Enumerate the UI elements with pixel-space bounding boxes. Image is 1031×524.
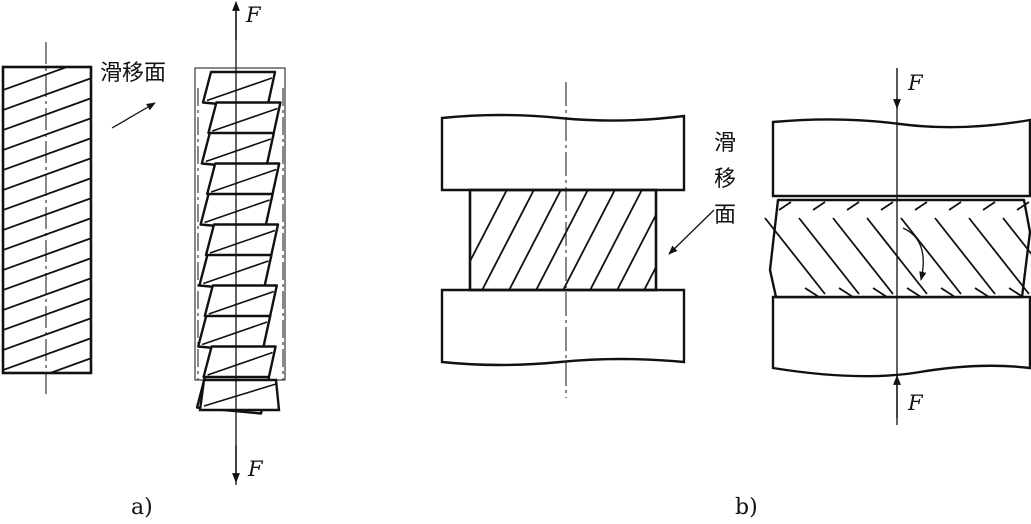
slip-line: [798, 217, 860, 295]
panel-b: 滑 移 面 F F b): [440, 68, 1031, 520]
slip-line: [3, 67, 70, 92]
slip-line: [562, 191, 616, 290]
slip-line: [3, 317, 91, 352]
specimen-b-deformed: F F: [764, 68, 1031, 425]
slip-line: [666, 180, 728, 300]
caption-b: b): [735, 495, 758, 520]
slip-line: [508, 191, 562, 290]
slip-line: [3, 197, 91, 232]
slip-line: [3, 277, 91, 312]
slip-line: [900, 217, 962, 295]
slip-plane-arrow-a: [111, 102, 156, 129]
slip-block-line: [206, 77, 273, 102]
rotation-arrow: [902, 227, 927, 281]
slip-block-line: [210, 168, 277, 193]
slip-line: [3, 77, 91, 112]
slip-line: [3, 157, 91, 192]
slip-plane-label-a: 滑移面: [100, 61, 166, 86]
force-label-top-b: F: [907, 71, 924, 95]
slip-line: [3, 337, 91, 372]
slip-line: [1002, 217, 1031, 255]
slip-line: [3, 117, 91, 152]
slip-blocks: [195, 70, 282, 415]
slip-blocks-b: [764, 198, 1031, 299]
specimen-b-undeformed: [440, 82, 755, 398]
slip-block-line: [204, 199, 270, 224]
slip-line: [968, 217, 1030, 295]
deformed-specimen-outline: [768, 198, 1031, 299]
slip-plane-label-b-1: 滑: [714, 131, 736, 156]
slip-block-line: [207, 351, 273, 376]
slip-step: [880, 201, 894, 211]
slip-step: [982, 201, 996, 211]
slip-block-line: [212, 107, 278, 132]
slip-plane-label-b-3: 面: [714, 203, 736, 228]
panel-a: 滑移面 F F a): [1, 1, 286, 520]
slip-line: [764, 217, 826, 295]
slip-step: [872, 287, 888, 298]
slip-step: [940, 287, 956, 298]
slip-block-line: [208, 290, 275, 315]
slip-line: [3, 297, 91, 332]
specimen-a-undeformed: [1, 42, 93, 398]
slip-step: [804, 287, 820, 298]
slip-line: [616, 212, 656, 290]
top-platen-deformed: [771, 118, 1031, 198]
bottom-platen-deformed: [771, 295, 1031, 378]
slip-line: [589, 191, 643, 290]
slip-step: [914, 201, 928, 211]
slip-step: [778, 201, 792, 211]
bottom-platen: [440, 288, 686, 367]
slip-step: [974, 287, 990, 298]
slip-plane-label-b-2: 移: [714, 167, 736, 192]
slip-step: [948, 201, 962, 211]
force-label-top-a: F: [245, 3, 262, 27]
slip-step: [906, 287, 922, 298]
slip-block-line: [209, 229, 276, 254]
slip-block-line: [205, 138, 272, 163]
slip-block-line: [203, 383, 277, 407]
force-label-bottom-b: F: [907, 391, 924, 415]
slip-plane-lines-b: [470, 180, 755, 300]
slip-block-line: [201, 321, 268, 346]
slip-line: [3, 217, 91, 252]
slip-step: [812, 201, 826, 211]
slip-step: [838, 287, 854, 298]
slip-line: [3, 137, 91, 172]
slip-plane-arrow-b: [668, 209, 715, 255]
specimen-outline: [1, 65, 93, 375]
slip-step: [1008, 287, 1024, 298]
slip-line: [3, 237, 91, 272]
slip-line: [3, 97, 91, 132]
slip-step: [1016, 201, 1030, 211]
slip-line: [481, 191, 535, 290]
force-label-bottom-a: F: [247, 457, 264, 481]
specimen-a-deformed: F F: [194, 1, 286, 485]
slip-line: [832, 217, 894, 295]
slip-line: [934, 217, 996, 295]
slip-line: [693, 180, 755, 300]
slip-line: [47, 357, 91, 373]
slip-step: [846, 201, 860, 211]
slip-line: [643, 265, 656, 290]
slip-line: [3, 177, 91, 212]
slip-line: [470, 191, 508, 264]
caption-a: a): [131, 495, 153, 520]
slip-line: [3, 257, 91, 292]
slip-plane-lines: [3, 67, 91, 373]
top-platen: [440, 113, 686, 192]
slip-line: [535, 191, 589, 290]
